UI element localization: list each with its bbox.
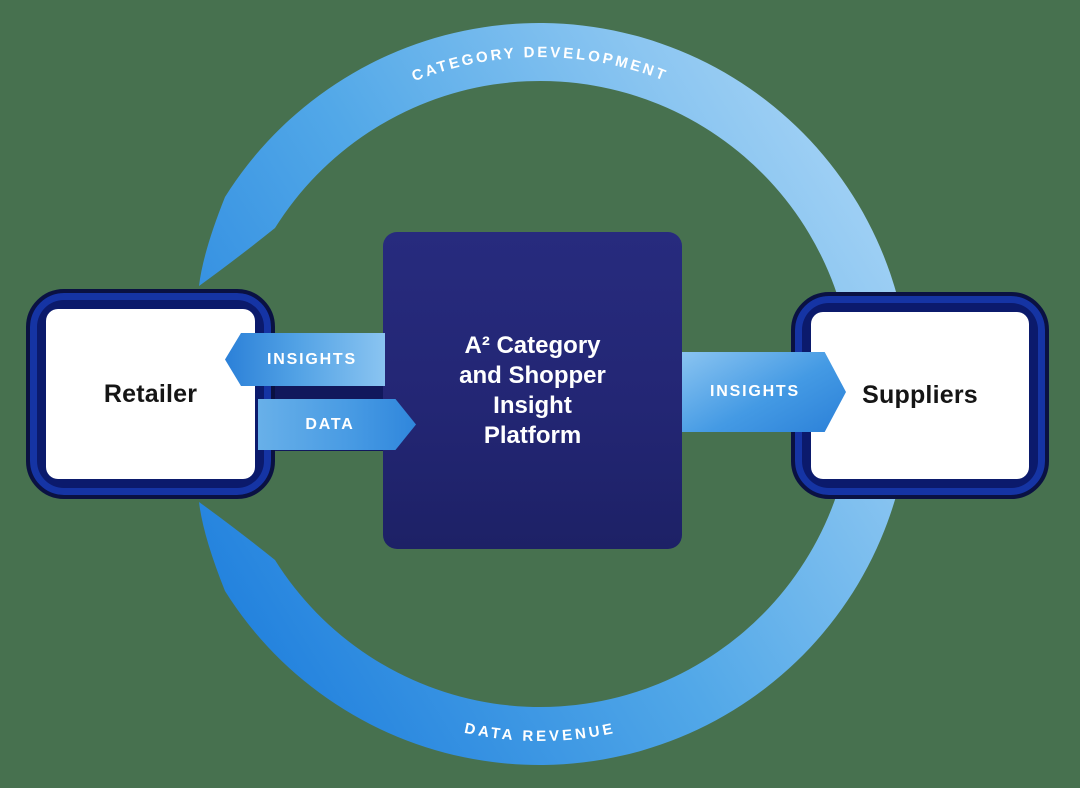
arrow-insights-to-suppliers-label: INSIGHTS [710, 383, 800, 400]
arrow-insights-to-retailer: INSIGHTS [225, 333, 385, 386]
arrow-insights-to-suppliers: INSIGHTS [682, 352, 846, 432]
retailer-label: Retailer [103, 379, 198, 408]
arrow-data-to-platform: DATA [258, 399, 416, 450]
platform-label-line-4: Platform [483, 421, 582, 449]
retailer-card-frame: Retailer [26, 289, 275, 499]
suppliers-label: Suppliers [862, 381, 978, 409]
platform-card: A² Category and Shopper Insight Platform [383, 232, 682, 549]
suppliers-card-frame: Suppliers [791, 292, 1049, 499]
platform-label-line-1: A² Category [464, 331, 601, 359]
arrow-data-to-platform-label: DATA [305, 415, 355, 433]
arrow-insights-to-retailer-label: INSIGHTS [267, 350, 357, 368]
platform-label-line-3: Insight [493, 391, 572, 419]
suppliers-card: Suppliers [811, 312, 1029, 479]
platform-label-line-2: and Shopper [459, 361, 606, 389]
retailer-card: Retailer [46, 309, 255, 479]
